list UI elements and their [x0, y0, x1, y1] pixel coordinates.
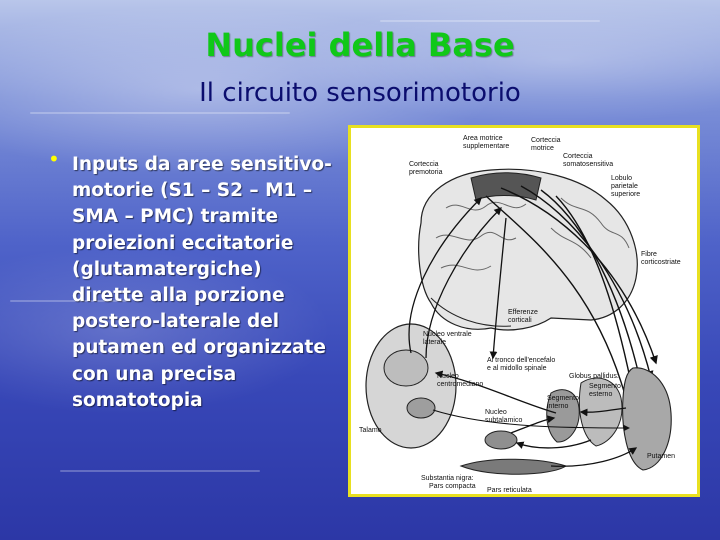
label-fibre-2: corticostriate — [641, 259, 681, 266]
nucleus-ventral-lateral — [384, 350, 428, 386]
label-corteccia-motrice-1: Corteccia — [531, 137, 561, 144]
label-lobulo-1: Lobulo — [611, 175, 632, 182]
label-centromediano-2: centromediano — [437, 381, 483, 388]
label-fibre-1: Fibre — [641, 251, 657, 258]
label-segmento-esterno-2: esterno — [589, 391, 612, 398]
label-corteccia-somato-2: somatosensitiva — [563, 161, 613, 168]
label-nucleo-ventrale-1: Nucleo ventrale — [423, 331, 472, 338]
label-segmento-esterno-1: Segmento — [589, 383, 621, 390]
label-subtalamico-1: Nucleo — [485, 409, 507, 416]
label-globus: Globus pallidus: — [569, 373, 619, 380]
background-streak — [60, 470, 260, 472]
label-efferenze-1: Efferenze — [508, 309, 538, 316]
label-talamo: Talamo — [359, 427, 382, 434]
bullet-text: Inputs da aree sensitivo-motorie (S1 – S… — [72, 152, 334, 414]
label-efferenze-2: corticali — [508, 317, 532, 324]
substantia-nigra — [461, 459, 566, 474]
label-substantia: Substantia nigra: — [421, 475, 474, 482]
label-putamen: Putamen — [647, 453, 675, 460]
label-corteccia-motrice-2: motrice — [531, 145, 554, 152]
background-streak — [30, 112, 290, 114]
label-centromediano-1: Nucleo — [437, 373, 459, 380]
circuit-diagram: Area motrice supplementare Corteccia mot… — [351, 128, 697, 494]
centromedian-nucleus — [407, 398, 435, 418]
label-pars-compacta: Pars compacta — [429, 483, 476, 490]
label-corteccia-somato-1: Corteccia — [563, 153, 593, 160]
slide-title: Nuclei della Base — [0, 26, 720, 64]
label-tronco-1: Al tronco dell'encefalo — [487, 357, 555, 364]
bullet-icon: • — [48, 152, 62, 166]
label-segmento-interno-2: interno — [547, 403, 569, 410]
label-corteccia-premotoria-1: Corteccia — [409, 161, 439, 168]
pallido-subthalamic-arrow — [517, 440, 591, 448]
label-segmento-interno-1: Segmento — [547, 395, 579, 402]
label-corteccia-premotoria-2: premotoria — [409, 169, 443, 176]
label-nucleo-ventrale-2: laterale — [423, 339, 446, 346]
subthalamic-nucleus — [485, 431, 517, 449]
label-subtalamico-2: subtalamico — [485, 417, 522, 424]
background-streak — [380, 20, 600, 22]
label-pars-reticulata: Pars reticulata — [487, 487, 532, 494]
label-lobulo-2: parietale — [611, 183, 638, 190]
label-area-motrice: Area motrice — [463, 135, 503, 142]
nigrostriatal-arrow — [551, 448, 636, 466]
basal-ganglia-figure: Area motrice supplementare Corteccia mot… — [348, 125, 700, 497]
label-tronco-2: e al midollo spinale — [487, 365, 547, 372]
motor-cortex-region — [471, 173, 541, 200]
slide-subtitle: Il circuito sensorimotorio — [0, 78, 720, 108]
label-lobulo-3: superiore — [611, 191, 640, 198]
label-supplementare: supplementare — [463, 143, 509, 150]
